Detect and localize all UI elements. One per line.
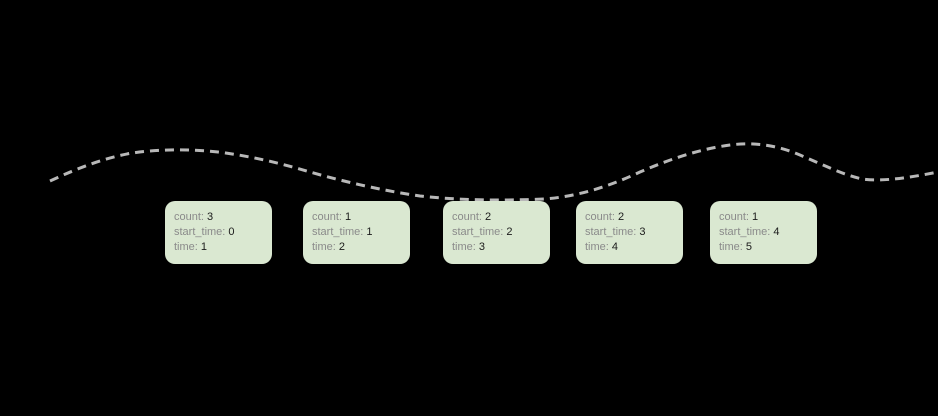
node-field-key: count: [719,211,749,223]
node-field: time: 2 [312,240,410,255]
node-field-value: 1 [200,241,208,253]
node-field-key: start_time: [174,226,226,238]
node-field-value: 2 [338,241,346,253]
node-field-key: time: [312,241,336,253]
node-field-value: 3 [639,226,646,238]
node-field-value: 0 [228,226,235,238]
node-field-value: 3 [478,241,486,253]
node-field: count: 1 [312,210,410,225]
node-field-key: count: [452,211,482,223]
node-field: start_time: 1 [312,225,410,240]
node-field-value: 3 [207,211,214,223]
node-field-value: 1 [345,211,352,223]
node-field: time: 3 [452,240,550,255]
node-field: start_time: 2 [452,225,550,240]
node-field-value: 2 [506,226,513,238]
node-field-key: start_time: [312,226,364,238]
node-field: count: 1 [719,210,817,225]
node-field: start_time: 0 [174,225,272,240]
node-field-value: 1 [366,226,373,238]
node-field: time: 1 [174,240,272,255]
node-field-key: start_time: [585,226,637,238]
node-field-key: time: [452,241,476,253]
node-field-key: count: [585,211,615,223]
node-field: count: 2 [585,210,683,225]
node-field-key: count: [174,211,204,223]
node-field-value: 1 [752,211,759,223]
node-field-key: time: [174,241,198,253]
node-field-key: start_time: [719,226,771,238]
node-field: start_time: 3 [585,225,683,240]
node-field-key: count: [312,211,342,223]
node-field: start_time: 4 [719,225,817,240]
node-field-value: 4 [611,241,619,253]
node-field: count: 3 [174,210,272,225]
node-field-key: time: [585,241,609,253]
node-field-value: 2 [618,211,625,223]
node-field-key: time: [719,241,743,253]
node-field-key: start_time: [452,226,504,238]
node-field: time: 4 [585,240,683,255]
node-field-value: 4 [773,226,780,238]
node-field-value: 2 [485,211,492,223]
node-field-value: 5 [745,241,753,253]
node-field: time: 5 [719,240,817,255]
node-field: count: 2 [452,210,550,225]
